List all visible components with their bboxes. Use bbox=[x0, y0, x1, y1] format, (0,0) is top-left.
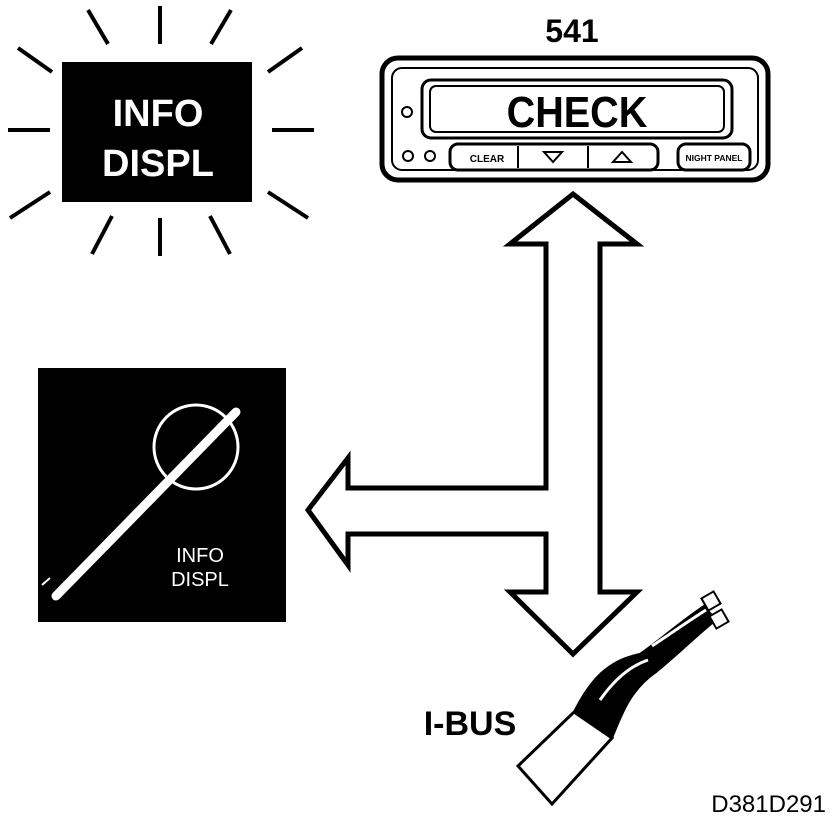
indicator-led bbox=[401, 106, 413, 118]
module-number: 541 bbox=[545, 13, 598, 49]
up-button[interactable] bbox=[610, 150, 634, 163]
night-panel-button[interactable]: NIGHT PANEL bbox=[676, 142, 752, 172]
down-arrow-icon bbox=[541, 151, 565, 164]
cable-wires bbox=[638, 604, 718, 674]
ray bbox=[86, 8, 110, 46]
indicator-led bbox=[402, 150, 414, 162]
i-bus-label: I-BUS bbox=[424, 705, 517, 743]
figure-code: D381D291 bbox=[711, 791, 826, 818]
lamp-box bbox=[62, 62, 252, 202]
indicator-led bbox=[424, 150, 436, 162]
night-panel-button-frame bbox=[676, 142, 752, 172]
data-flow-arrow bbox=[304, 190, 645, 658]
display-screen bbox=[429, 85, 725, 133]
ray bbox=[208, 215, 232, 255]
ray bbox=[8, 190, 52, 220]
cluster-line2: DISPL bbox=[171, 569, 229, 591]
wire-tip bbox=[700, 590, 722, 612]
night-panel-button-label: NIGHT PANEL bbox=[686, 153, 743, 163]
info-displ-lamp: INFO DISPL bbox=[8, 6, 314, 256]
i-bus-cable bbox=[515, 590, 730, 807]
lamp-line2: DISPL bbox=[102, 143, 214, 185]
wire-highlight bbox=[651, 608, 707, 648]
cluster-indicator: INFO DISPL bbox=[38, 368, 286, 622]
up-arrow-icon bbox=[610, 150, 634, 163]
ray bbox=[209, 8, 233, 46]
wire-highlight bbox=[598, 658, 649, 701]
display-text: CHECK bbox=[507, 87, 648, 136]
clear-button[interactable]: CLEAR bbox=[470, 154, 505, 165]
communication-arrows bbox=[304, 190, 645, 658]
cluster-line1: INFO bbox=[176, 545, 224, 567]
gauge-needle bbox=[51, 407, 241, 601]
down-button[interactable] bbox=[541, 151, 565, 164]
needle-tick bbox=[41, 577, 51, 586]
check-control-module: CHECK CLEAR NIGHT PANEL bbox=[379, 55, 771, 183]
clear-button-label: CLEAR bbox=[470, 154, 505, 165]
gauge-pivot-ring bbox=[152, 403, 240, 491]
lamp-line1: INFO bbox=[113, 93, 204, 135]
ray bbox=[266, 190, 310, 220]
cluster-panel bbox=[38, 368, 286, 622]
ray bbox=[266, 46, 304, 74]
ray bbox=[90, 215, 114, 255]
ray bbox=[16, 46, 54, 74]
flash-rays bbox=[8, 6, 314, 256]
wire-tip bbox=[708, 608, 730, 630]
